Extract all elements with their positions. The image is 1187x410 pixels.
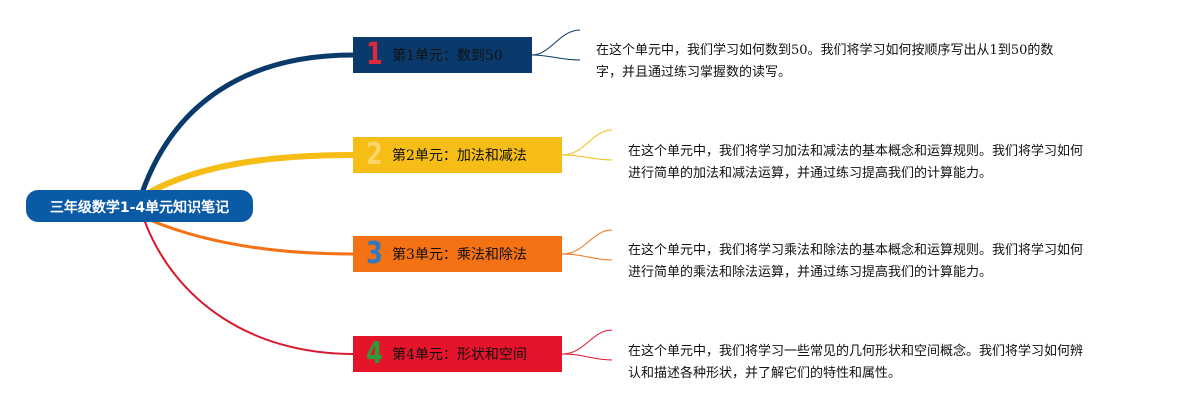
number-badge-2: 2 (366, 137, 383, 172)
detail-connector-4 (561, 329, 613, 361)
topic-unit-4[interactable]: 4 第4单元：形状和空间 (353, 336, 562, 372)
description-line: 进行简单的加法和减法运算，并通过练习提高我们的计算能力。 (628, 166, 993, 181)
detail-connector-2 (561, 129, 613, 161)
description-line: 在这个单元中，我们将学习一些常见的几何形状和空间概念。我们将学习如何辨 (628, 344, 1084, 359)
topic-unit-2[interactable]: 2 第2单元：加法和减法 (353, 137, 562, 173)
detail-connector-3 (561, 229, 613, 261)
topic-title-2: 第2单元：加法和减法 (392, 148, 527, 164)
topic-description-3: 在这个单元中，我们将学习乘法和除法的基本概念和运算规则。我们将学习如何 进行简单… (628, 240, 1083, 284)
description-line: 字，并且通过练习掌握数的读写。 (596, 65, 792, 80)
root-topic[interactable]: 三年级数学1-4单元知识笔记 (26, 190, 253, 222)
branch-line-4 (144, 221, 354, 355)
topic-title-1: 第1单元：数到50 (392, 48, 503, 64)
topic-title-3: 第3单元：乘法和除法 (392, 247, 527, 263)
topic-unit-1[interactable]: 1 第1单元：数到50 (353, 37, 532, 73)
branch-line-1 (139, 52, 356, 196)
number-badge-3: 3 (366, 236, 383, 271)
topic-description-2: 在这个单元中，我们将学习加法和减法的基本概念和运算规则。我们将学习如何 进行简单… (628, 141, 1083, 185)
description-line: 在这个单元中，我们将学习乘法和除法的基本概念和运算规则。我们将学习如何 (628, 243, 1084, 258)
topic-description-4: 在这个单元中，我们将学习一些常见的几何形状和空间概念。我们将学习如何辨 认和描述… (628, 341, 1083, 385)
description-line: 认和描述各种形状，并了解它们的特性和属性。 (628, 366, 902, 381)
root-topic-label: 三年级数学1-4单元知识笔记 (49, 199, 230, 216)
number-badge-4: 4 (366, 336, 383, 371)
branch-line-2 (147, 152, 356, 195)
description-line: 在这个单元中，我们学习如何数到50。我们将学习如何按顺序写出从1到50的数 (596, 43, 1054, 58)
topic-description-1: 在这个单元中，我们学习如何数到50。我们将学习如何按顺序写出从1到50的数 字，… (596, 40, 1053, 84)
description-line: 进行简单的乘法和除法运算，并通过练习提高我们的计算能力。 (628, 265, 993, 280)
number-badge-1: 1 (366, 37, 383, 72)
detail-connector-1 (531, 29, 581, 61)
topic-title-4: 第4单元：形状和空间 (392, 347, 527, 363)
description-line: 在这个单元中，我们将学习加法和减法的基本概念和运算规则。我们将学习如何 (628, 144, 1084, 159)
branch-line-3 (148, 218, 355, 256)
topic-unit-3[interactable]: 3 第3单元：乘法和除法 (353, 236, 562, 272)
